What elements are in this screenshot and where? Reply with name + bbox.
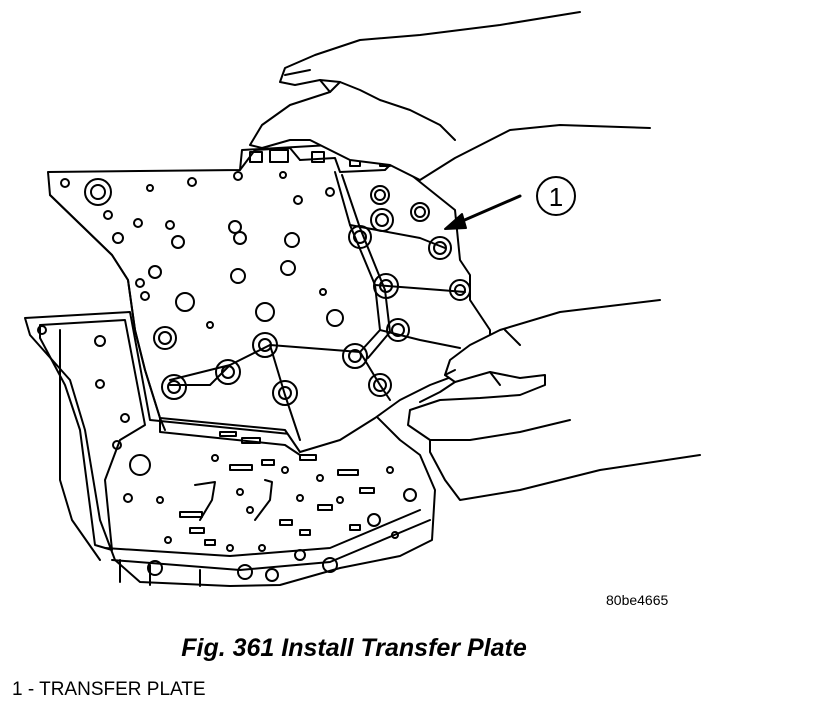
valve-body	[24, 311, 436, 587]
transfer-plate-illustration: 1	[24, 11, 701, 587]
hands	[249, 11, 701, 501]
legend-item-1: 1 - TRANSFER PLATE	[12, 679, 206, 700]
image-code: 80be4665	[606, 592, 669, 608]
callout-1-number: 1	[549, 182, 563, 212]
figure-caption: Fig. 361 Install Transfer Plate	[181, 634, 527, 662]
callout-1-circle	[536, 176, 576, 216]
callout-1-arrow	[444, 194, 522, 230]
